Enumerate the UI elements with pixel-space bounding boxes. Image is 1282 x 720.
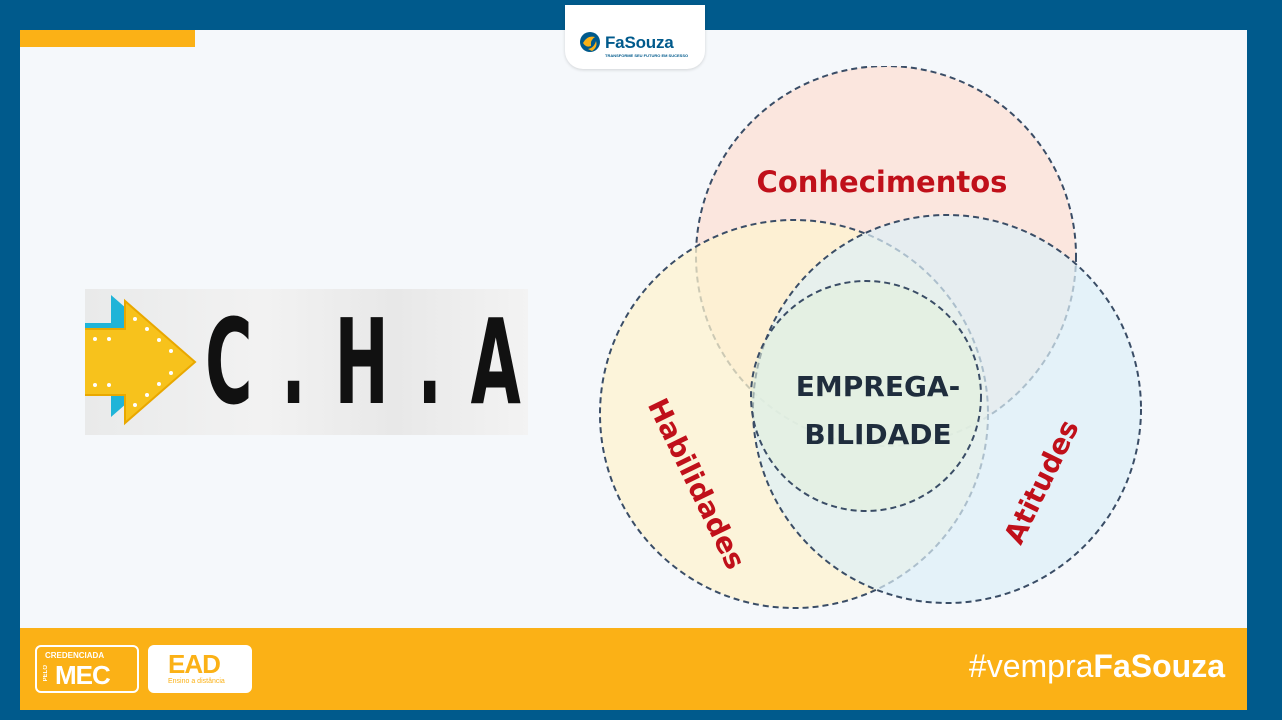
center-label-line2: BILIDADE [804, 418, 951, 451]
label-conhecimentos: Conhecimentos [757, 165, 1008, 199]
cha-title: C.H.A [205, 293, 528, 431]
slide-content: C.H.A Conhecimentos Habilidades Atitudes… [20, 30, 1247, 628]
mec-badge-top: CREDENCIADA [45, 651, 105, 660]
center-label-line1: EMPREGA- [796, 370, 960, 403]
ead-badge-main: EAD [168, 649, 221, 679]
mec-badge: CREDENCIADA PELO MEC [35, 645, 139, 693]
ead-badge: EAD Ensino a distância [148, 645, 252, 693]
arrow-right-icon [85, 295, 197, 426]
mec-badge-main: MEC [55, 660, 111, 690]
hashtag-prefix: #vempra [968, 648, 1094, 684]
brand-tagline: TRANSFORME SEU FUTURO EM SUCESSO [605, 53, 689, 58]
accent-bar [20, 30, 195, 47]
logo-mark-icon [580, 32, 600, 52]
brand-name: FaSouza [605, 33, 674, 52]
footer-bar: CREDENCIADA PELO MEC EAD Ensino a distân… [20, 628, 1247, 710]
venn-diagram: Conhecimentos Habilidades Atitudes EMPRE… [599, 66, 1142, 609]
brand-logo: FaSouza TRANSFORME SEU FUTURO EM SUCESSO [565, 5, 705, 69]
circle-center [750, 280, 982, 512]
mec-badge-side: PELO [43, 665, 49, 682]
ead-badge-sub: Ensino a distância [168, 678, 225, 685]
cha-banner: C.H.A [85, 289, 528, 435]
hashtag: #vempraFaSouza [969, 648, 1225, 685]
hashtag-brand: FaSouza [1093, 648, 1225, 684]
